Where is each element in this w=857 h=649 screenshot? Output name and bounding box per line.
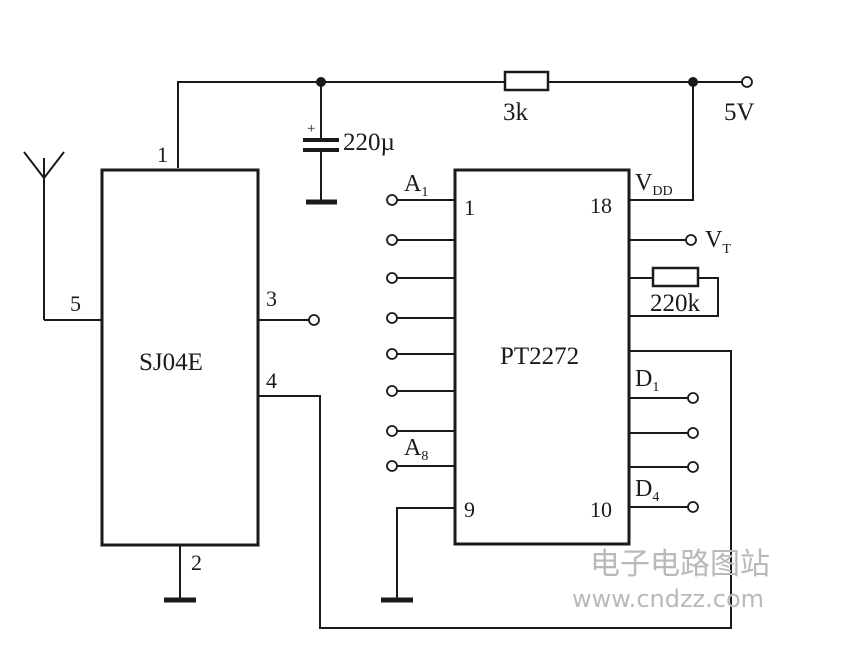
- decoder-pin-18: 18: [590, 193, 612, 218]
- supply-label: 5V: [724, 99, 755, 126]
- data-terminal-d1: [687, 392, 699, 404]
- watermark: 电子电路图站 www.cndzz.com: [572, 547, 770, 613]
- data-terminal-d2: [687, 427, 699, 439]
- decoder-pin-9: 9: [464, 497, 475, 522]
- resistor-220k: 220k: [629, 266, 719, 317]
- supply-rail: 5V: [177, 76, 755, 168]
- address-terminal-a2: [386, 234, 398, 246]
- decoder-chip: PT2272 1 18 9 10 A1 A8: [381, 82, 731, 603]
- receiver-name: SJ04E: [139, 349, 203, 376]
- label-vt: VT: [705, 227, 731, 257]
- resistor-220k-label: 220k: [650, 290, 701, 317]
- address-terminal-a3: [386, 272, 398, 284]
- antenna-icon: [23, 151, 102, 321]
- data-outputs: D1 D4: [629, 366, 699, 513]
- receiver-pin-5: 5: [70, 291, 81, 316]
- address-terminal-a1: [386, 194, 398, 206]
- capacitor-label: 220µ: [343, 129, 395, 156]
- supply-terminal: [741, 76, 753, 88]
- receiver-pin-4: 4: [266, 368, 277, 393]
- watermark-line-1: 电子电路图站: [590, 547, 770, 582]
- label-vdd: VDD: [635, 170, 673, 199]
- data-terminal-d4: [687, 501, 699, 513]
- receiver-module: SJ04E 1 5 3 4 2: [70, 142, 732, 629]
- decoder-pin-1: 1: [464, 195, 475, 220]
- resistor-3k: 3k: [503, 70, 550, 126]
- receiver-pin3-terminal: [308, 314, 320, 326]
- address-terminal-a4: [386, 312, 398, 324]
- vt-terminal: [685, 234, 697, 246]
- capacitor-polarity: +: [307, 121, 315, 137]
- label-a8: A8: [404, 435, 428, 464]
- label-d4: D4: [635, 476, 659, 505]
- address-terminal-a6: [386, 385, 398, 397]
- capacitor-220u: + 220µ: [303, 82, 395, 205]
- address-terminal-a7: [386, 425, 398, 437]
- resistor-3k-label: 3k: [503, 99, 529, 126]
- label-a1: A1: [404, 171, 428, 200]
- data-terminal-d3: [687, 461, 699, 473]
- watermark-line-2: www.cndzz.com: [572, 585, 764, 613]
- address-pins: A1 A8: [386, 171, 455, 472]
- decoder-name: PT2272: [500, 343, 579, 370]
- address-terminal-a5: [386, 348, 398, 360]
- receiver-pin-2: 2: [191, 550, 202, 575]
- receiver-pin-1: 1: [157, 142, 168, 167]
- address-terminal-a8: [386, 460, 398, 472]
- decoder-pin-10: 10: [590, 497, 612, 522]
- receiver-pin-3: 3: [266, 286, 277, 311]
- label-d1: D1: [635, 366, 659, 395]
